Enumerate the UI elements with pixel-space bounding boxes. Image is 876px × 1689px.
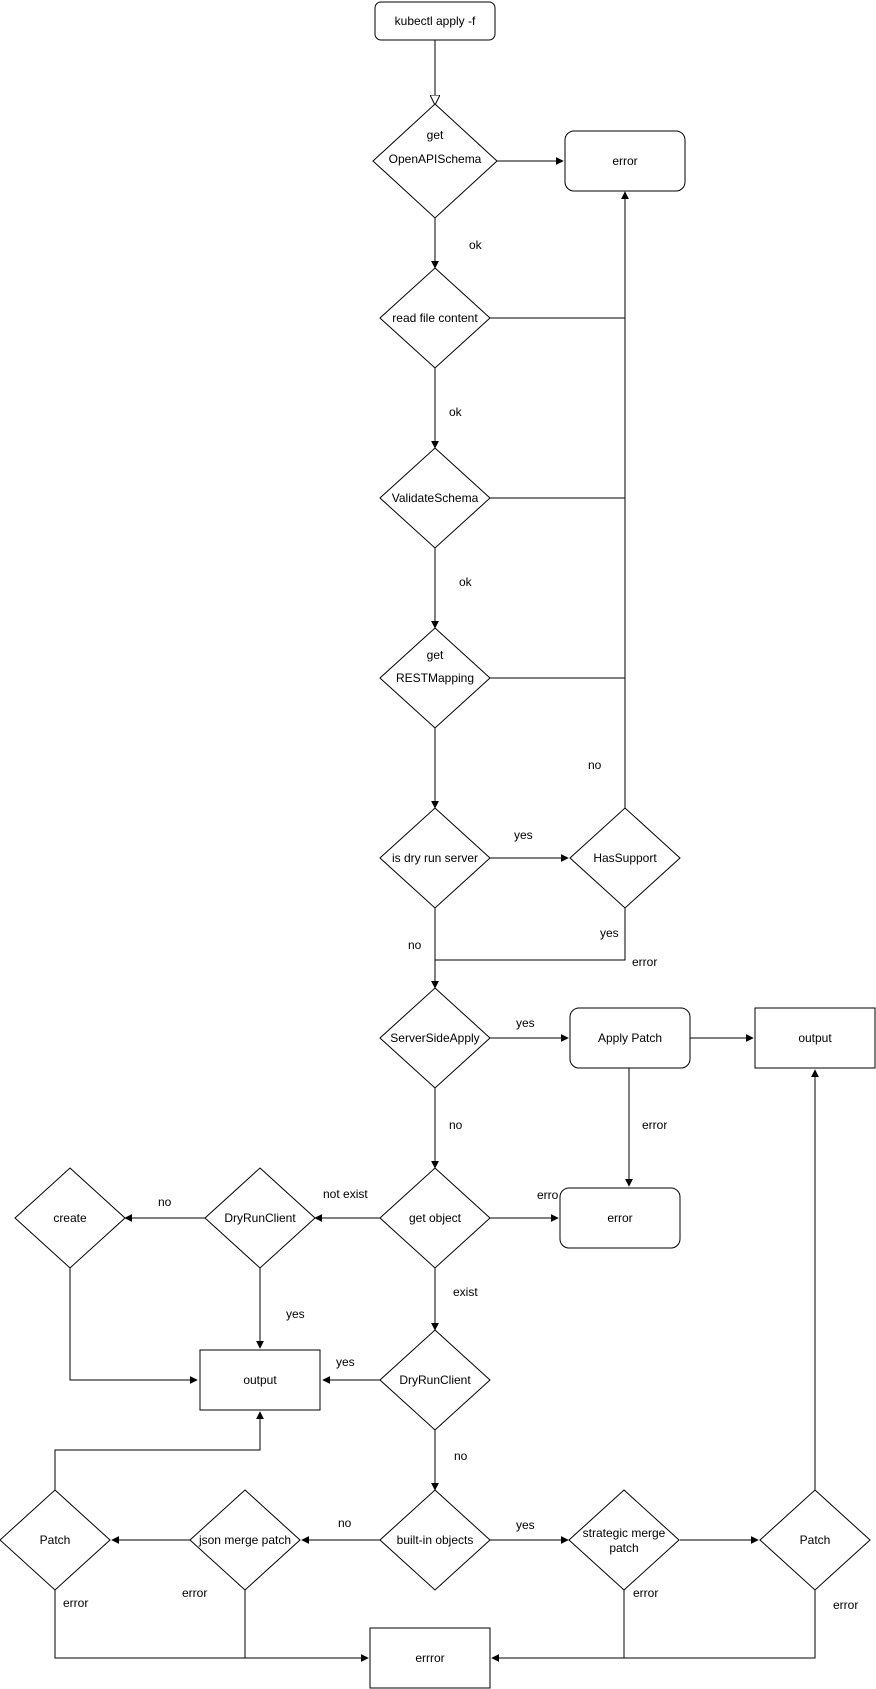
node-has-support: HasSupport [569, 807, 681, 909]
node-apply-patch: Apply Patch [569, 1007, 691, 1069]
label-yes-drc1: yes [286, 1307, 305, 1321]
node-drc1-label: DryRunClient [224, 1211, 296, 1225]
node-is-dry-run-label: is dry run server [392, 851, 478, 865]
node-json-merge-patch: json merge patch [189, 1489, 301, 1591]
node-errror-label: errror [415, 1651, 444, 1665]
label-yes-dryrun: yes [514, 828, 533, 842]
label-error-hassupport: error [632, 955, 657, 969]
node-patch-right: Patch [759, 1489, 871, 1591]
label-no-dryrun: no [408, 938, 422, 952]
edge-create-to-output [69, 1268, 198, 1384]
node-has-support-label: HasSupport [593, 851, 657, 865]
label-no-drc2: no [454, 1449, 468, 1463]
node-is-dry-run-server: is dry run server [379, 807, 491, 909]
label-error-patch-right: error [833, 1598, 858, 1612]
node-create: create [14, 1167, 126, 1269]
node-start: kubectl apply -f [374, 1, 496, 41]
node-error-top-label: error [612, 154, 637, 168]
node-apply-patch-label: Apply Patch [598, 1031, 662, 1045]
label-not-exist: not exist [323, 1187, 368, 1201]
node-patch-right-label: Patch [800, 1533, 831, 1547]
node-validate-label: ValidateSchema [392, 491, 479, 505]
node-server-side-apply: ServerSideApply [379, 987, 491, 1089]
node-error-mid-label: error [607, 1211, 632, 1225]
label-yes-drc2: yes [336, 1355, 355, 1369]
node-validate-schema: ValidateSchema [379, 447, 491, 549]
node-get-openapi-line2: OpenAPISchema [389, 152, 482, 166]
label-error-patch-left: error [63, 1596, 88, 1610]
node-output-left: output [199, 1349, 321, 1411]
node-drc2-label: DryRunClient [399, 1373, 471, 1387]
label-ok-3: ok [459, 575, 473, 589]
edge-labels: ok ok ok no yes yes no error yes no erro… [63, 238, 858, 1612]
edge-patchright-to-errror [491, 1590, 816, 1662]
node-read-file-label: read file content [392, 311, 478, 325]
edge-patchleft-to-errror [54, 1590, 369, 1662]
node-strategic-line1: strategic merge [583, 1526, 666, 1540]
node-dry-run-client-1: DryRunClient [204, 1167, 316, 1269]
node-error-top: error [564, 130, 686, 192]
node-patch-left: Patch [0, 1489, 111, 1591]
edge-patchleft-to-output [54, 1411, 264, 1490]
node-get-rest-mapping: get RESTMapping [379, 627, 491, 729]
label-error-json: error [182, 1586, 207, 1600]
node-json-merge-label: json merge patch [198, 1533, 291, 1547]
node-get-openapi-line1: get [427, 128, 444, 142]
edges [54, 40, 819, 1662]
label-error-strategic: error [633, 1586, 658, 1600]
node-create-label: create [53, 1211, 87, 1225]
node-output-right-label: output [798, 1031, 832, 1045]
label-yes-hassupport: yes [600, 926, 619, 940]
node-start-label: kubectl apply -f [395, 14, 476, 28]
node-get-rest-line2: RESTMapping [396, 671, 474, 685]
label-yes-builtin: yes [516, 1518, 535, 1532]
label-no-create: no [158, 1195, 172, 1209]
node-errror-bottom: errror [369, 1627, 491, 1689]
node-patch-left-label: Patch [40, 1533, 71, 1547]
node-dry-run-client-2: DryRunClient [379, 1329, 491, 1431]
node-error-mid: error [559, 1187, 681, 1249]
node-output-right: output [754, 1007, 876, 1069]
node-strategic-line2: patch [609, 1541, 638, 1555]
node-built-in-objects: built-in objects [379, 1489, 491, 1591]
label-ok-2: ok [449, 405, 463, 419]
node-get-openapi-schema: get OpenAPISchema [372, 103, 498, 219]
label-no-builtin: no [338, 1516, 352, 1530]
node-get-object-label: get object [409, 1211, 462, 1225]
node-strategic-merge-patch: strategic merge patch [568, 1489, 680, 1591]
label-error-apply: error [642, 1118, 667, 1132]
node-output-left-label: output [243, 1373, 277, 1387]
node-ssa-label: ServerSideApply [390, 1031, 479, 1045]
node-get-object: get object [379, 1167, 491, 1269]
label-exist: exist [453, 1285, 478, 1299]
edge-hassupport-yes-merge [435, 908, 626, 961]
label-no-ssa: no [449, 1118, 463, 1132]
node-get-rest-line1: get [427, 648, 444, 662]
node-read-file-content: read file content [379, 267, 491, 369]
node-built-in-label: built-in objects [397, 1533, 474, 1547]
label-ok-1: ok [469, 238, 483, 252]
label-error-getobj: erro [537, 1188, 559, 1202]
label-no-hassupport: no [588, 758, 602, 772]
label-yes-ssa: yes [516, 1016, 535, 1030]
